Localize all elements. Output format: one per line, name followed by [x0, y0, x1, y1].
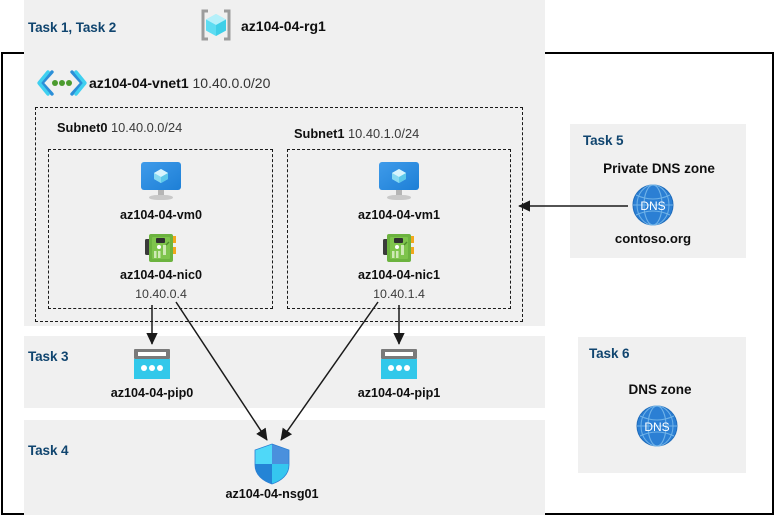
resource-group-icon: [199, 9, 233, 41]
subnet0-name: Subnet0: [57, 120, 108, 135]
subnet0-title-row: Subnet0 10.40.0.0/24: [57, 120, 182, 135]
vm1-label: az104-04-vm1: [358, 208, 440, 222]
nsg-label: az104-04-nsg01: [225, 487, 319, 501]
public-ip-address-icon: [134, 349, 170, 379]
task-label-public-dns: Task 6: [589, 346, 630, 361]
network-interface-icon: [381, 232, 417, 264]
nic1-label: az104-04-nic1: [358, 268, 440, 282]
task-label-private-dns: Task 5: [583, 133, 624, 148]
dns-zone-icon: DNS: [635, 404, 679, 448]
network-security-group-icon: [253, 443, 291, 485]
task-label-public-ips: Task 3: [28, 349, 69, 364]
vnet-address-space: 10.40.0.0/20: [192, 75, 271, 91]
private-dns-heading: Private DNS zone: [603, 161, 715, 176]
virtual-network-icon: [37, 70, 87, 96]
dns-zone-icon: DNS: [631, 183, 675, 227]
resource-group-body-panel: [24, 52, 545, 326]
subnet0-address-prefix: 10.40.0.0/24: [111, 120, 183, 135]
task-label-resource-group: Task 1, Task 2: [28, 20, 117, 35]
vnet-name: az104-04-vnet1: [89, 75, 189, 91]
subnet0-boundary: [48, 149, 273, 309]
resource-group-name: az104-04-rg1: [241, 18, 326, 34]
vnet-title-row: az104-04-vnet1 10.40.0.0/20: [89, 75, 270, 91]
vnet-boundary: [35, 107, 523, 322]
vm0-label: az104-04-vm0: [120, 208, 202, 222]
resource-group-header-panel: [24, 0, 545, 52]
pip1-label: az104-04-pip1: [357, 386, 441, 400]
nic0-label: az104-04-nic0: [120, 268, 202, 282]
public-ip-address-icon: [381, 349, 417, 379]
subnet1-name: Subnet1: [294, 126, 345, 141]
public-dns-heading: DNS zone: [628, 382, 692, 397]
network-interface-icon: [143, 232, 179, 264]
task3-panel: [24, 336, 545, 408]
task-label-nsg: Task 4: [28, 443, 69, 458]
task6-panel: [578, 337, 746, 473]
svg-text:DNS: DNS: [640, 199, 665, 213]
virtual-machine-icon: [138, 162, 184, 204]
nic1-private-ip: 10.40.1.4: [373, 287, 425, 301]
private-dns-zone-name: contoso.org: [614, 231, 692, 246]
subnet1-address-prefix: 10.40.1.0/24: [348, 126, 420, 141]
pip0-label: az104-04-pip0: [110, 386, 194, 400]
nic0-private-ip: 10.40.0.4: [135, 287, 187, 301]
subnet1-title-row: Subnet1 10.40.1.0/24: [294, 126, 419, 141]
svg-text:DNS: DNS: [644, 420, 669, 434]
virtual-machine-icon: [376, 162, 422, 204]
